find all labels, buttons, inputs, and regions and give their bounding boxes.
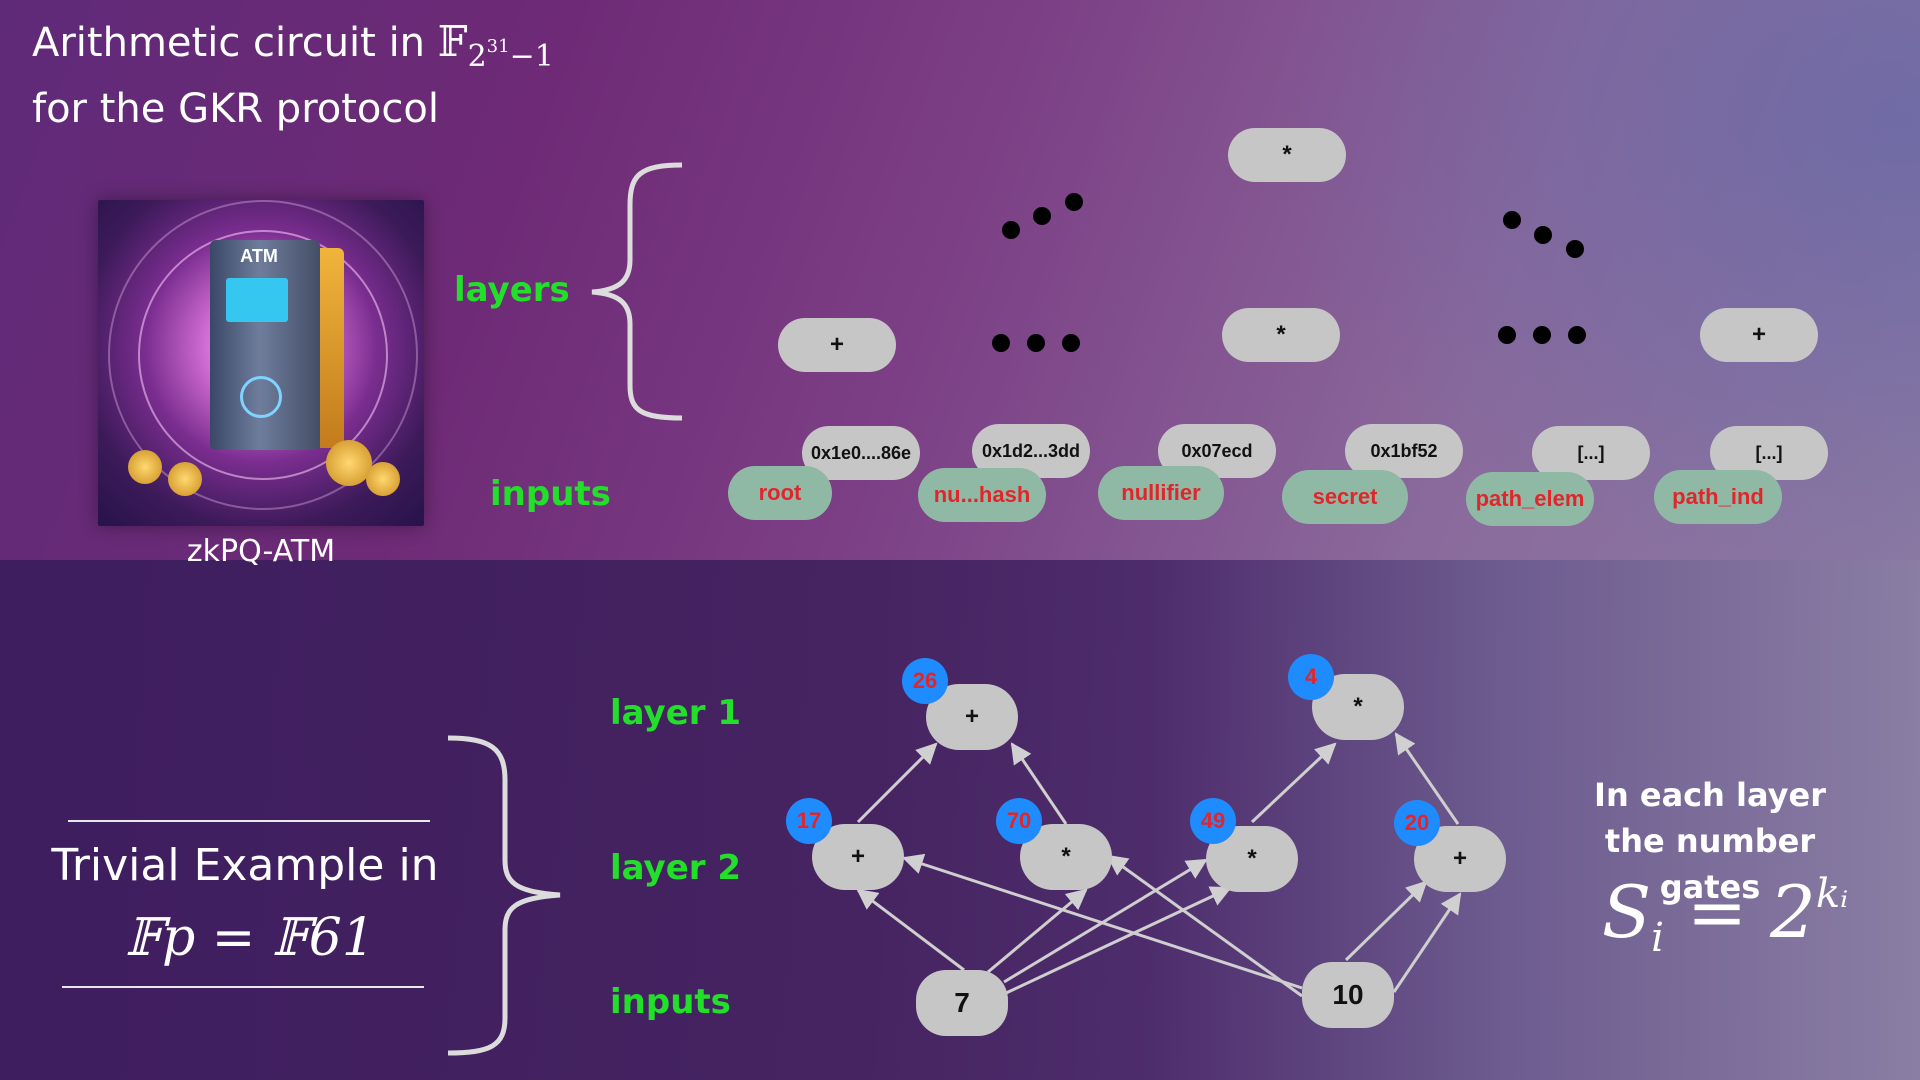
edge <box>987 888 1088 974</box>
atm-caption: zkPQ-ATM <box>186 534 336 569</box>
edge <box>1003 886 1232 996</box>
edge <box>856 742 938 824</box>
edge <box>1392 892 1462 993</box>
input-value: 0x1d2...3dd <box>972 424 1090 478</box>
gate-mul: * <box>1222 308 1340 362</box>
gate-mul-top: * <box>1228 128 1346 182</box>
bitcoin-coin-icon <box>326 440 372 486</box>
divider-top <box>68 820 430 822</box>
input-name-root: root <box>728 466 832 520</box>
gate-value-badge: 20 <box>1394 800 1440 846</box>
gate-value-badge: 4 <box>1288 654 1334 700</box>
input-name-path-ind: path_ind <box>1654 470 1782 524</box>
divider-bottom <box>62 986 424 988</box>
gate-add-right: + <box>1700 308 1818 362</box>
subscript-rest: −1 <box>509 39 554 74</box>
ellipsis-dot <box>1498 326 1516 344</box>
coin-icon <box>168 462 202 496</box>
ellipsis-dot <box>1065 193 1083 211</box>
gate-count-formula: Si = 2kᵢ <box>1580 870 1870 961</box>
edge <box>1106 854 1303 998</box>
ellipsis-dot <box>1568 326 1586 344</box>
trivial-example-heading: Trivial Example in <box>51 840 439 891</box>
input-value: 0x1bf52 <box>1345 424 1463 478</box>
coin-icon <box>366 462 400 496</box>
ellipsis-dot <box>1027 334 1045 352</box>
title-line-2: for the GKR protocol <box>32 86 439 132</box>
formula-rhs: = 2 <box>1663 870 1816 954</box>
bottom-brace <box>447 735 561 1056</box>
layer-note: In each layer the number gates <box>1550 772 1870 910</box>
input-value: [...] <box>1532 426 1650 480</box>
input-name-path-elem: path_elem <box>1466 472 1594 526</box>
formula-exponent: kᵢ <box>1815 871 1849 917</box>
edge <box>1250 742 1337 824</box>
atm-illustration: ATM <box>98 200 424 526</box>
atm-side-panel <box>320 248 344 448</box>
formula-s: S <box>1601 870 1652 954</box>
edge <box>1003 858 1208 984</box>
title-line-1: Arithmetic circuit in 𝔽231−1 <box>32 16 554 83</box>
ellipsis-dot <box>1533 326 1551 344</box>
gate-value-badge: 26 <box>902 658 948 704</box>
input-value: 0x1e0....86e <box>802 426 920 480</box>
subscript-base: 2 <box>467 39 487 74</box>
title-text: Arithmetic circuit in <box>32 20 438 66</box>
coin-icon <box>128 450 162 484</box>
gate-value-badge: 17 <box>786 798 832 844</box>
formula-subscript: i <box>1651 915 1664 961</box>
glow-ring-outer <box>108 200 418 510</box>
atm-sign: ATM <box>240 246 278 266</box>
field-expression: 𝔽p = 𝔽61 <box>125 908 375 968</box>
gate-value-badge: 70 <box>996 798 1042 844</box>
subscript-exponent: 31 <box>486 36 510 57</box>
top-brace <box>591 162 683 421</box>
edge <box>1394 732 1460 825</box>
input-name-nullifier-hash: nu...hash <box>918 468 1046 522</box>
layer2-gate-add: + <box>812 824 904 890</box>
ellipsis-dot <box>1033 207 1051 225</box>
ellipsis-dot <box>1534 226 1552 244</box>
layer-1-label: layer 1 <box>610 693 742 733</box>
edge <box>1010 742 1068 825</box>
input-name-nullifier: nullifier <box>1098 466 1224 520</box>
ellipsis-dot <box>1566 240 1584 258</box>
ellipsis-dot <box>992 334 1010 352</box>
field-symbol: 𝔽 <box>437 17 468 66</box>
layers-label: layers <box>454 270 570 310</box>
atm-screen <box>226 278 288 322</box>
edge <box>856 888 965 972</box>
field-subscript: 231−1 <box>467 36 554 74</box>
bottom-inputs-label: inputs <box>610 982 731 1022</box>
layer-2-label: layer 2 <box>610 848 742 888</box>
input-node: 10 <box>1302 962 1394 1028</box>
ellipsis-dot <box>1062 334 1080 352</box>
edge <box>1344 880 1428 962</box>
ellipsis-dot <box>1503 211 1521 229</box>
note-line-2: the number gates <box>1604 822 1816 906</box>
edge <box>902 853 1303 990</box>
page-title: Arithmetic circuit in 𝔽231−1 for the GKR… <box>32 16 554 135</box>
note-line-1: In each layer <box>1594 776 1826 814</box>
gate-value-badge: 49 <box>1190 798 1236 844</box>
input-name-secret: secret <box>1282 470 1408 524</box>
shield-icon <box>240 376 282 418</box>
inputs-label: inputs <box>490 474 611 514</box>
input-node: 7 <box>916 970 1008 1036</box>
ellipsis-dot <box>1002 221 1020 239</box>
gate-add: + <box>778 318 896 372</box>
